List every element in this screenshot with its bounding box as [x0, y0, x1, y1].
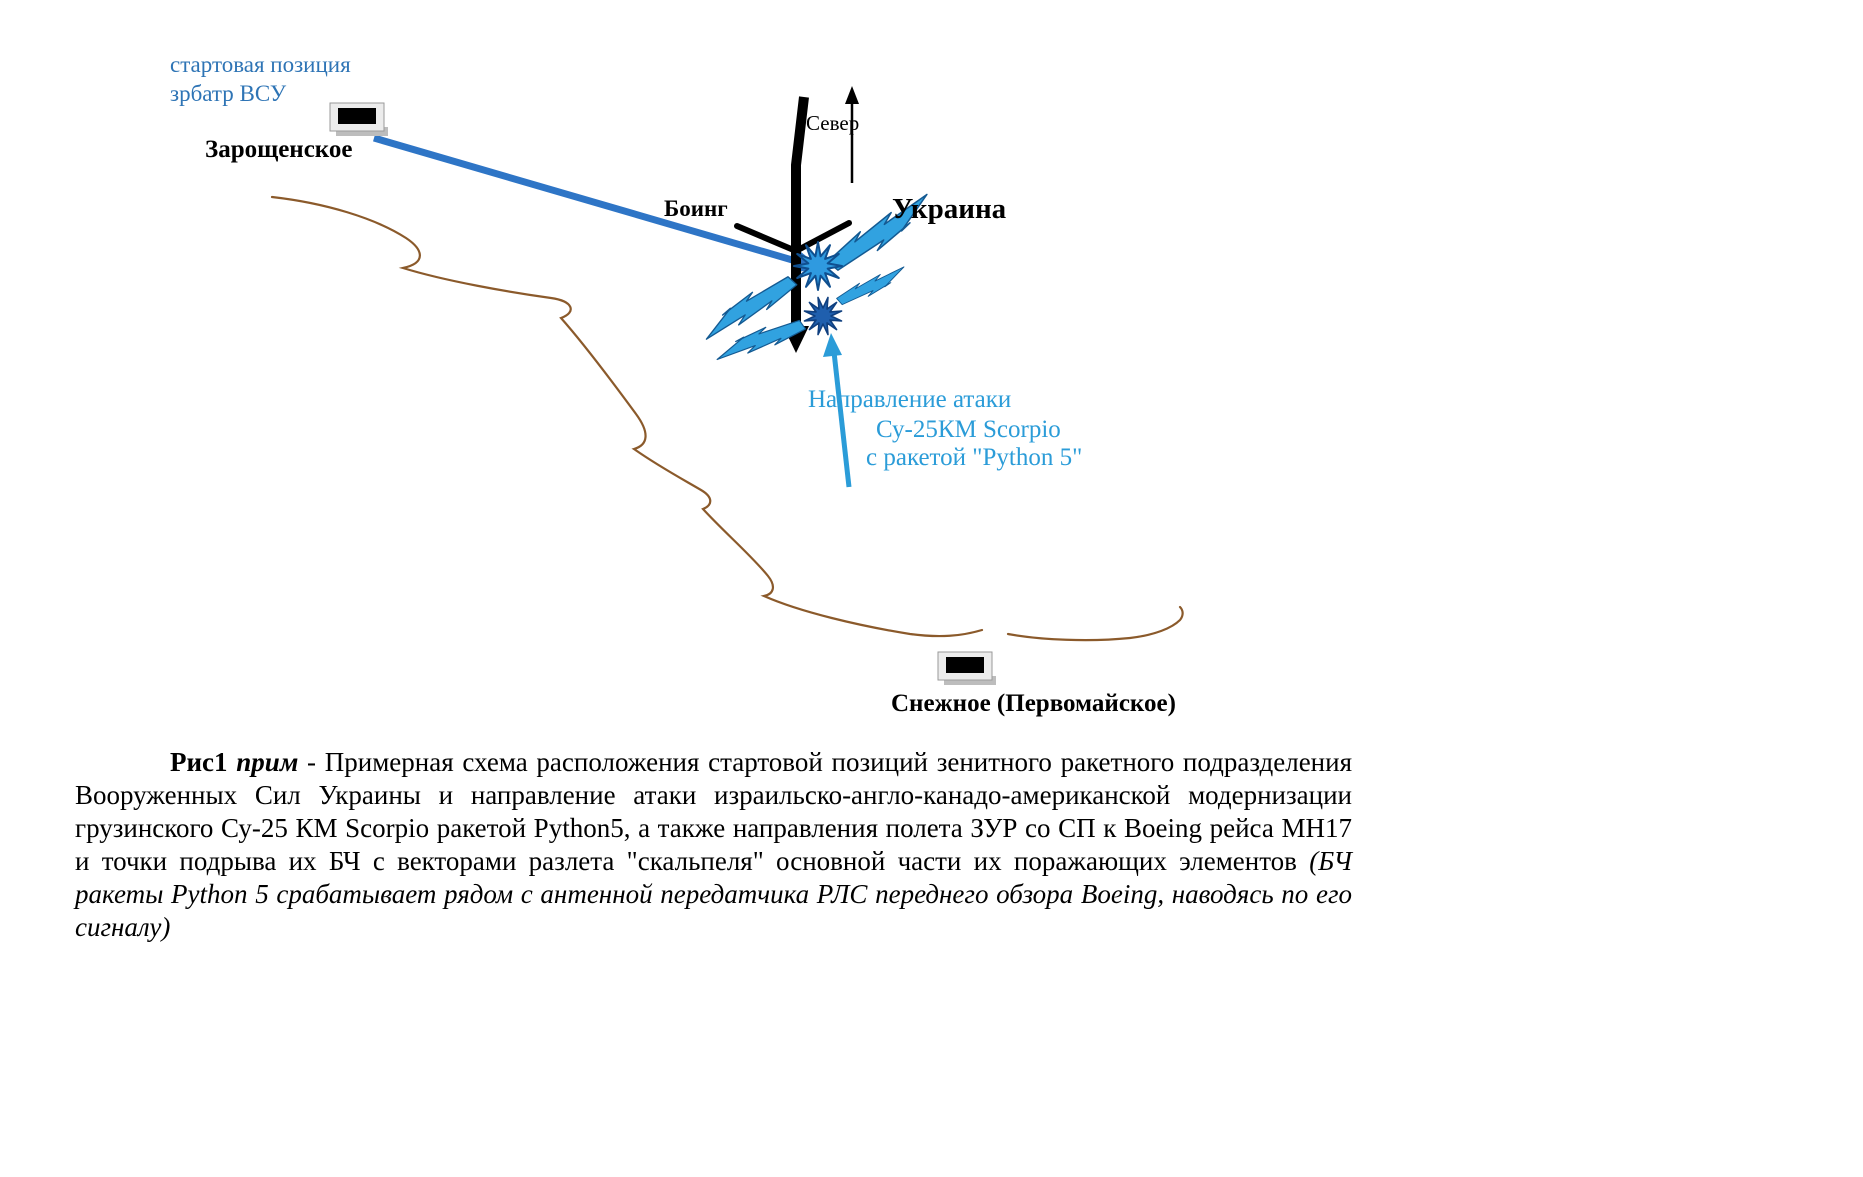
fragment-vector-bolt-left	[705, 276, 798, 340]
explosion-burst-lower	[803, 296, 843, 336]
site2-name-label: Снежное (Первомайское)	[891, 690, 1176, 717]
diagram-canvas	[270, 86, 1184, 685]
north-label: Север	[806, 111, 860, 135]
fragment-vector-bolt-upper-right	[826, 193, 928, 271]
boeing-wing-left-line	[734, 223, 799, 254]
north-arrow-head	[845, 86, 859, 104]
country-label: Украина	[892, 193, 1007, 225]
attack-direction-label-line2: Су-25КМ Scorpio	[876, 416, 1061, 443]
attack-direction-arrowhead	[823, 333, 842, 357]
missile-trajectory-line	[373, 134, 807, 268]
caption-italic-note: (БЧ ракеты Python 5 срабатывает рядом с …	[75, 846, 1352, 942]
radar-site-marker-icon-snizhne	[937, 651, 996, 685]
border-line-segment-1	[270, 195, 984, 638]
boeing-wing-right-line	[793, 220, 852, 254]
radar-site-marker-icon-zaroshchenske	[329, 102, 388, 136]
attack-direction-label-line1: Направление атаки	[808, 386, 1012, 413]
figure-caption: Рис1 прим - Примерная схема расположения…	[75, 746, 1352, 944]
fragment-vector-bolt-right	[836, 266, 905, 306]
boeing-label: Боинг	[664, 196, 728, 221]
border-line-segment-2	[1006, 605, 1184, 642]
launcher-position-label-line1: стартовая позиция	[170, 52, 351, 77]
caption-note-label: прим	[236, 747, 308, 777]
attack-direction-label-line3: с ракетой "Python 5"	[866, 444, 1083, 471]
caption-figure-number: Рис1	[170, 747, 237, 777]
attack-direction-line	[831, 351, 852, 488]
fragment-vector-bolt-lower-left	[716, 319, 807, 361]
caption-main-text: - Примерная схема расположения стартовой…	[75, 747, 1352, 876]
explosion-burst-upper	[793, 241, 843, 291]
boeing-path-line	[791, 96, 809, 330]
launcher-position-label-line2: зрбатр ВСУ	[170, 81, 287, 106]
site1-name-label: Зарощенское	[205, 136, 353, 163]
launcher-position-label: стартовая позиция зрбатр ВСУ	[170, 50, 351, 108]
